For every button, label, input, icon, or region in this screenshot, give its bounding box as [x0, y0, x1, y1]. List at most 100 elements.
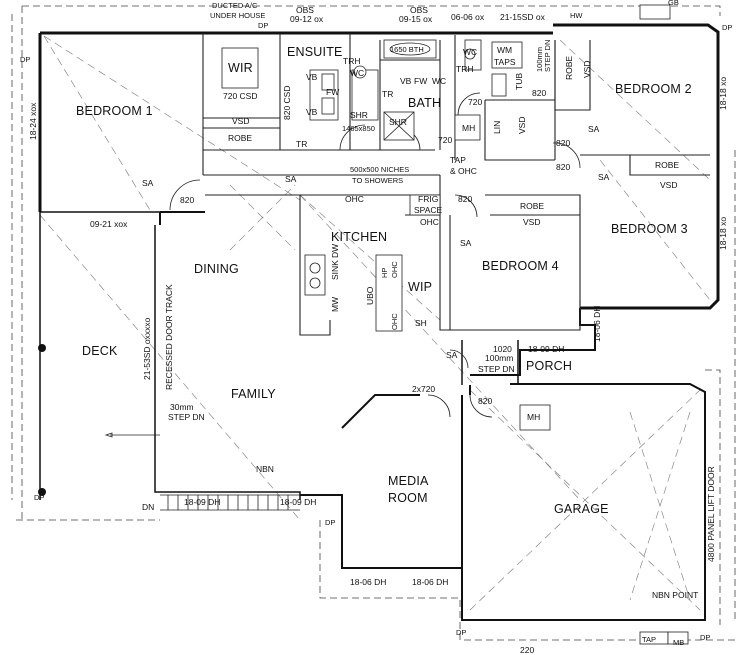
- room-label: ROOM: [388, 491, 428, 505]
- tap-garage-label: TAP: [642, 635, 656, 644]
- mh-label-1: MH: [462, 123, 475, 133]
- lin-label: LIN: [492, 121, 502, 134]
- bedroom2-label: BEDROOM 2: [615, 82, 692, 96]
- taps-label: TAPS: [494, 57, 516, 67]
- porch-label: PORCH: [526, 359, 572, 373]
- tub-label: TUB: [514, 73, 524, 90]
- frig-label: FRIG: [418, 194, 438, 204]
- sa-label-4: SA: [598, 172, 610, 182]
- d820-garage: 820: [478, 396, 492, 406]
- robe-label-bed1: ROBE: [228, 133, 252, 143]
- d2x720-label: 2x720: [412, 384, 435, 394]
- ohc-tap-label: & OHC: [450, 166, 477, 176]
- trh-label-1: TRH: [343, 56, 360, 66]
- wm-label: WM: [497, 45, 512, 55]
- sa-label-3: SA: [588, 124, 600, 134]
- step-100-label: 100mm: [535, 47, 544, 72]
- niches-label: 500x500 NICHES: [350, 165, 409, 174]
- d820-bed2: 820: [556, 138, 570, 148]
- dh-1809-a: 18-09 DH: [184, 497, 220, 507]
- wip-label: WIP: [408, 280, 432, 294]
- trh-label-2: TRH: [456, 64, 473, 74]
- hp-label: HP: [380, 268, 389, 278]
- media-label: MEDIA: [388, 474, 429, 488]
- d720-laundry: 720: [468, 97, 482, 107]
- d820-bed1: 820: [180, 195, 194, 205]
- mh-label-2: MH: [527, 412, 540, 422]
- ohc-label-2: OHC: [420, 217, 439, 227]
- gb-label: GB: [668, 0, 679, 7]
- garage-label: GARAGE: [554, 502, 609, 516]
- dh-1806-porch: 18-06 DH: [592, 306, 602, 342]
- interior-walls: [202, 33, 710, 336]
- to-showers-label: TO SHOWERS: [352, 176, 403, 185]
- family-label: FAMILY: [231, 387, 276, 401]
- nbn-point-label: NBN POINT: [652, 590, 698, 600]
- obs-a-size: 09-12 ox: [290, 14, 324, 24]
- bedroom3-label: BEDROOM 3: [611, 222, 688, 236]
- vsd-label-lin: VSD: [517, 117, 527, 134]
- d720-bath: 720: [438, 135, 452, 145]
- vb-label-3: VB: [400, 76, 412, 86]
- deck-label: DECK: [82, 344, 118, 358]
- wc-label-1: WC: [350, 68, 364, 78]
- wc-label-2: WC: [432, 76, 446, 86]
- sa-label-6: SA: [446, 350, 458, 360]
- ubo-label: UBO: [365, 286, 375, 305]
- dh-1806-a: 18-06 DH: [350, 577, 386, 587]
- mb-label: MB: [673, 638, 684, 647]
- sa-label-1: SA: [142, 178, 154, 188]
- hw-label: HW: [570, 11, 583, 20]
- step-100-label-2: 100mm: [485, 353, 513, 363]
- tr-label-1: TR: [382, 89, 393, 99]
- dp-left-label: DP: [20, 55, 30, 64]
- wir-label: WIR: [228, 61, 253, 75]
- labels: DUCTED A/C UNDER HOUSE DP OBS 09-12 ox O…: [20, 0, 732, 655]
- ohc-label-1: OHC: [345, 194, 364, 204]
- under-house-label: UNDER HOUSE: [210, 11, 265, 20]
- obs-b-label: OBS: [410, 5, 428, 15]
- d820-bed3: 820: [556, 162, 570, 172]
- step-dn-label-1: STEP DN: [543, 40, 552, 72]
- window-1824: 18-24 xox: [28, 102, 38, 140]
- sa-label-2: SA: [285, 174, 297, 184]
- wc-label-3: WC: [463, 47, 477, 57]
- eave-lines: [11, 5, 736, 641]
- d820-bed4: 820: [458, 194, 472, 204]
- space-label: SPACE: [414, 205, 443, 215]
- deck-details: [38, 344, 300, 511]
- ducted-ac-label: DUCTED A/C: [212, 1, 258, 10]
- window-0606: 06-06 ox: [451, 12, 485, 22]
- robe-label-bed2: ROBE: [564, 56, 574, 80]
- sliding-door-2153: 21-53SD oxxxxo: [142, 317, 152, 380]
- dp-top-label: DP: [258, 21, 268, 30]
- roof-lines: [39, 35, 711, 611]
- exterior-walls: [38, 23, 720, 621]
- dw-label: DW: [330, 244, 340, 258]
- dp-garage-label: DP: [456, 628, 466, 637]
- vsd-label-bed2: VSD: [582, 61, 592, 78]
- window-1818-a: 18-18 xo: [718, 77, 728, 110]
- obs-b-size: 09-15 ox: [399, 14, 433, 24]
- shr-size-label: 1465x850: [342, 124, 375, 133]
- dining-label: DINING: [194, 262, 239, 276]
- mw-label: MW: [330, 297, 340, 312]
- dp-deck-label-2: DP: [325, 518, 335, 527]
- bedroom1-label: BEDROOM 1: [76, 104, 153, 118]
- dp-garage-label-2: DP: [700, 633, 710, 642]
- dp-deck-label: DP: [34, 493, 44, 502]
- vb-label-1: VB: [306, 72, 318, 82]
- robe-label-bed4: ROBE: [520, 201, 544, 211]
- nbn-label: NBN: [256, 464, 274, 474]
- ohc-label-3: OHC: [390, 261, 399, 278]
- d1020-label: 1020: [493, 344, 512, 354]
- window-2115: 21-15SD ox: [500, 12, 546, 22]
- step-dn-label-3: STEP DN: [478, 364, 515, 374]
- step-30-label: 30mm: [170, 402, 194, 412]
- ohc-label-4: OHC: [390, 313, 399, 330]
- d820-laundry: 820: [532, 88, 546, 98]
- sa-label-5: SA: [460, 238, 472, 248]
- csd-720-label: 720 CSD: [223, 91, 258, 101]
